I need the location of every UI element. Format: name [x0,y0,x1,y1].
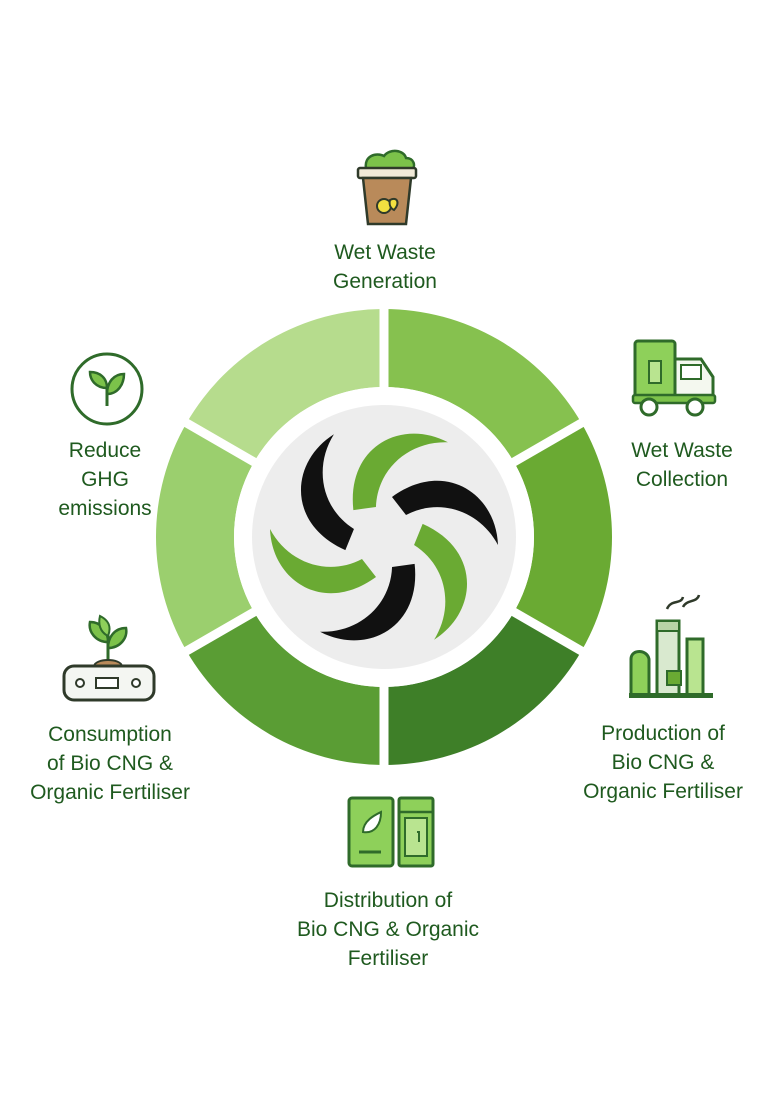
ring-segment [384,309,582,462]
factory-icon [629,594,713,698]
step-label-line: Fertiliser [347,947,429,970]
leaf-circle-icon [70,352,144,426]
ring-segments [156,309,612,765]
swirl-arm [270,529,376,594]
step-label-reduce-ghg: Reduce GHG emissions [40,436,170,523]
step-label-wet-waste-generation: Wet Waste Generation [300,238,470,296]
step-label-line: Generation [333,270,437,293]
sprout-device-icon [62,614,156,702]
step-label-line: Collection [635,468,729,491]
ring-segment [513,423,612,651]
step-label-wet-waste-collection: Wet Waste Collection [598,436,766,494]
step-label-line: Wet Waste [334,241,436,264]
step-label-consumption: Consumption of Bio CNG & Organic Fertili… [12,720,208,807]
compost-bin-icon [356,149,418,226]
ring-separators [182,307,586,767]
step-label-line: Reduce [68,439,142,462]
garbage-truck-icon [631,339,717,417]
swirl-arm [301,434,354,551]
step-label-line: Bio CNG & [611,751,715,774]
step-label-line: Distribution of [323,889,453,912]
ring-segment [186,612,384,765]
ring-separator [182,607,259,656]
ring-segment [186,309,384,462]
step-label-distribution: Distribution of Bio CNG & Organic Fertil… [268,886,508,973]
step-label-line: GHG [81,468,129,491]
step-label-line: Wet Waste [631,439,733,462]
ring-separator [509,418,586,467]
step-label-line: Organic Fertiliser [30,781,190,804]
swirl-arm [414,523,467,640]
swirl-arm [392,480,498,545]
fertiliser-dispenser-icon [347,796,435,868]
swirl-arm [320,563,416,641]
ring-segment [384,612,582,765]
ring-separator [182,418,259,467]
swirl-logo-icon [270,433,498,641]
swirl-arm [352,433,448,511]
ring-segment [156,423,255,651]
step-label-line: Organic Fertiliser [583,780,743,803]
step-label-line: Consumption [48,723,172,746]
step-label-line: of Bio CNG & [46,752,174,775]
step-label-line: emissions [58,497,152,520]
step-label-line: Bio CNG & Organic [296,918,480,941]
ring-separator [509,607,586,656]
step-label-line: Production of [601,722,725,745]
step-label-production: Production of Bio CNG & Organic Fertilis… [565,719,761,806]
